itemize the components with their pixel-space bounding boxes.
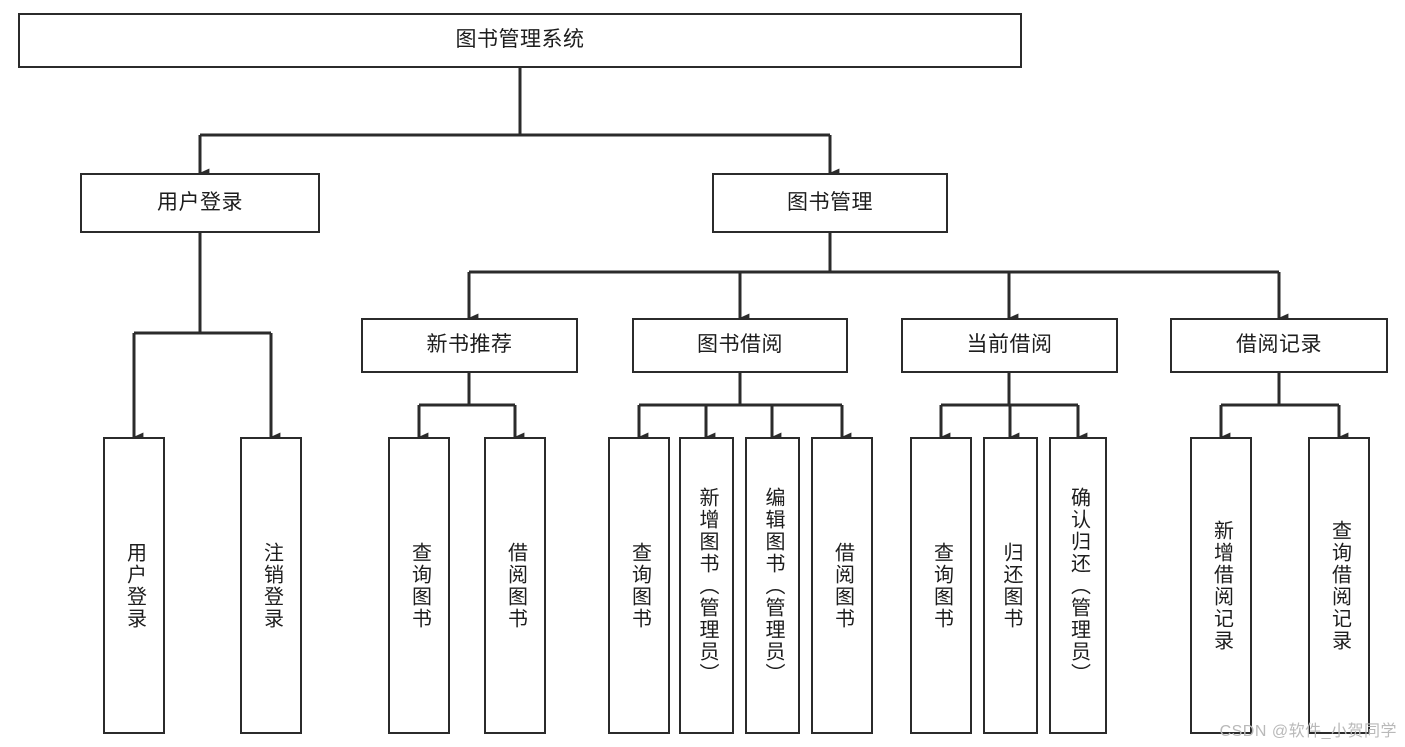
node-root[interactable]: 图书管理系统 [18, 13, 1022, 68]
node-leaf-add-borrow-record-label: 新增借阅记录 [1210, 519, 1233, 652]
node-borrow-record[interactable]: 借阅记录 [1170, 318, 1388, 373]
node-leaf-query-book-3[interactable]: 查询图书 [910, 437, 972, 734]
node-leaf-confirm-return-admin[interactable]: 确认归还（管理员） [1049, 437, 1107, 734]
node-new-book-recommend-label: 新书推荐 [426, 333, 513, 357]
node-leaf-edit-book-admin[interactable]: 编辑图书（管理员） [745, 437, 800, 734]
node-user-login-label: 用户登录 [157, 190, 243, 214]
node-leaf-user-login-label: 用户登录 [123, 541, 146, 630]
node-leaf-return-book[interactable]: 归还图书 [983, 437, 1038, 734]
node-leaf-return-book-label: 归还图书 [1000, 541, 1022, 630]
node-leaf-query-book-1-label: 查询图书 [408, 541, 431, 630]
node-leaf-edit-book-admin-label: 编辑图书（管理员） [762, 486, 784, 685]
node-borrow-record-label: 借阅记录 [1236, 333, 1322, 357]
node-current-borrow-label: 当前借阅 [966, 333, 1053, 357]
node-book-borrow-label: 图书借阅 [697, 333, 783, 357]
node-leaf-user-login[interactable]: 用户登录 [103, 437, 165, 734]
node-leaf-query-borrow-record-label: 查询借阅记录 [1328, 519, 1351, 652]
node-leaf-borrow-book-1-label: 借阅图书 [504, 541, 527, 630]
node-book-manage-label: 图书管理 [787, 190, 873, 214]
node-leaf-borrow-book-1[interactable]: 借阅图书 [484, 437, 546, 734]
node-leaf-user-logout-label: 注销登录 [260, 541, 283, 630]
node-leaf-query-book-3-label: 查询图书 [930, 541, 953, 630]
node-book-borrow[interactable]: 图书借阅 [632, 318, 848, 373]
node-leaf-add-borrow-record[interactable]: 新增借阅记录 [1190, 437, 1252, 734]
node-new-book-recommend[interactable]: 新书推荐 [361, 318, 578, 373]
node-current-borrow[interactable]: 当前借阅 [901, 318, 1118, 373]
node-leaf-query-borrow-record[interactable]: 查询借阅记录 [1308, 437, 1370, 734]
node-book-manage[interactable]: 图书管理 [712, 173, 948, 233]
node-leaf-query-book-1[interactable]: 查询图书 [388, 437, 450, 734]
node-leaf-add-book-admin-label: 新增图书（管理员） [696, 486, 718, 685]
node-leaf-user-logout[interactable]: 注销登录 [240, 437, 302, 734]
node-leaf-add-book-admin[interactable]: 新增图书（管理员） [679, 437, 734, 734]
node-leaf-confirm-return-admin-label: 确认归还（管理员） [1067, 486, 1090, 685]
node-leaf-query-book-2-label: 查询图书 [628, 541, 651, 630]
node-root-label: 图书管理系统 [455, 28, 585, 52]
node-leaf-borrow-book-2[interactable]: 借阅图书 [811, 437, 873, 734]
node-user-login[interactable]: 用户登录 [80, 173, 320, 233]
node-leaf-borrow-book-2-label: 借阅图书 [831, 541, 854, 630]
node-leaf-query-book-2[interactable]: 查询图书 [608, 437, 670, 734]
connector-group [132, 68, 1349, 442]
